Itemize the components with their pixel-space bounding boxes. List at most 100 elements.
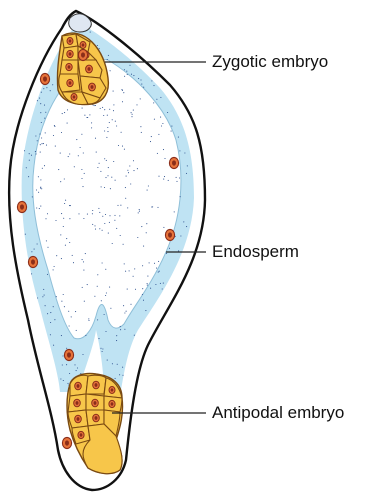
stipple-dot bbox=[156, 268, 157, 269]
stipple-dot bbox=[56, 296, 57, 297]
stipple-dot bbox=[40, 103, 41, 104]
stipple-dot bbox=[68, 311, 69, 312]
stipple-dot bbox=[41, 122, 42, 123]
stipple-dot bbox=[95, 138, 96, 139]
stipple-dot bbox=[139, 209, 140, 210]
stipple-dot bbox=[40, 112, 41, 113]
stipple-dot bbox=[137, 168, 138, 169]
stipple-dot bbox=[97, 45, 98, 46]
stipple-dot bbox=[41, 143, 42, 144]
stipple-dot bbox=[97, 286, 98, 287]
zygotic-embryo-label: Zygotic embryo bbox=[212, 53, 328, 70]
stipple-dot bbox=[29, 153, 30, 154]
nucleolus bbox=[67, 352, 71, 357]
stipple-dot bbox=[26, 167, 27, 168]
nucleolus bbox=[87, 67, 90, 71]
stipple-dot bbox=[109, 215, 110, 216]
stipple-dot bbox=[84, 301, 85, 302]
stipple-dot bbox=[78, 213, 79, 214]
stipple-dot bbox=[76, 330, 77, 331]
stipple-dot bbox=[186, 173, 187, 174]
stipple-dot bbox=[116, 335, 117, 336]
stipple-dot bbox=[120, 205, 121, 206]
nucleus-icon bbox=[17, 201, 26, 212]
stipple-dot bbox=[62, 113, 63, 114]
stipple-dot bbox=[45, 218, 46, 219]
stipple-dot bbox=[107, 115, 108, 116]
stipple-dot bbox=[116, 228, 117, 229]
stipple-dot bbox=[122, 375, 123, 376]
stipple-dot bbox=[107, 59, 108, 60]
antipodal-cell bbox=[72, 426, 90, 444]
stipple-dot bbox=[63, 294, 64, 295]
stipple-dot bbox=[47, 247, 48, 248]
stipple-dot bbox=[104, 223, 105, 224]
stipple-dot bbox=[116, 340, 117, 341]
stipple-dot bbox=[118, 145, 119, 146]
stipple-dot bbox=[132, 114, 133, 115]
stipple-dot bbox=[35, 151, 36, 152]
nucleolus bbox=[73, 95, 76, 98]
stipple-dot bbox=[99, 212, 100, 213]
stipple-dot bbox=[82, 186, 83, 187]
stipple-dot bbox=[45, 132, 46, 133]
stipple-dot bbox=[141, 226, 142, 227]
stipple-dot bbox=[96, 152, 97, 153]
stipple-dot bbox=[154, 263, 155, 264]
stipple-dot bbox=[82, 354, 83, 355]
stipple-dot bbox=[77, 367, 78, 368]
stipple-dot bbox=[32, 196, 33, 197]
stipple-dot bbox=[108, 233, 109, 234]
stipple-dot bbox=[83, 218, 84, 219]
stipple-dot bbox=[110, 188, 111, 189]
antipodal-cell bbox=[104, 396, 122, 412]
nucleus-icon bbox=[40, 73, 49, 84]
stipple-dot bbox=[111, 177, 112, 178]
stipple-dot bbox=[112, 119, 113, 120]
stipple-dot bbox=[122, 367, 123, 368]
antipodal-embryo-label: Antipodal embryo bbox=[212, 404, 344, 421]
stipple-dot bbox=[24, 150, 25, 151]
stipple-dot bbox=[127, 289, 128, 290]
stipple-dot bbox=[102, 351, 103, 352]
stipple-dot bbox=[108, 167, 109, 168]
stipple-dot bbox=[41, 92, 42, 93]
stipple-dot bbox=[104, 314, 105, 315]
stipple-dot bbox=[122, 101, 123, 102]
stipple-dot bbox=[83, 261, 84, 262]
stipple-dot bbox=[141, 132, 142, 133]
stipple-dot bbox=[29, 160, 30, 161]
stipple-dot bbox=[150, 288, 151, 289]
stipple-dot bbox=[107, 131, 108, 132]
stipple-dot bbox=[41, 188, 42, 189]
stipple-dot bbox=[126, 176, 127, 177]
nucleolus bbox=[94, 401, 97, 405]
stipple-dot bbox=[56, 255, 57, 256]
stipple-dot bbox=[91, 127, 92, 128]
stipple-dot bbox=[124, 329, 125, 330]
stipple-dot bbox=[31, 273, 32, 274]
stipple-dot bbox=[40, 179, 41, 180]
nucleolus bbox=[69, 81, 72, 85]
stipple-dot bbox=[157, 207, 158, 208]
stipple-dot bbox=[94, 225, 95, 226]
stipple-dot bbox=[87, 117, 88, 118]
stipple-dot bbox=[169, 248, 170, 249]
stipple-dot bbox=[99, 163, 100, 164]
nucleolus bbox=[82, 43, 85, 46]
stipple-dot bbox=[153, 102, 154, 103]
stipple-dot bbox=[110, 308, 111, 309]
antipodal-cell bbox=[86, 375, 106, 394]
stipple-dot bbox=[78, 155, 79, 156]
stipple-dot bbox=[60, 378, 61, 379]
stipple-dot bbox=[100, 348, 101, 349]
stipple-dot bbox=[124, 149, 125, 150]
stipple-dot bbox=[92, 210, 93, 211]
stipple-dot bbox=[60, 153, 61, 154]
stipple-dot bbox=[164, 158, 165, 159]
stipple-dot bbox=[53, 135, 54, 136]
nucleus-icon bbox=[78, 49, 87, 60]
stipple-dot bbox=[47, 313, 48, 314]
stipple-dot bbox=[54, 266, 55, 267]
stipple-dot bbox=[178, 137, 179, 138]
